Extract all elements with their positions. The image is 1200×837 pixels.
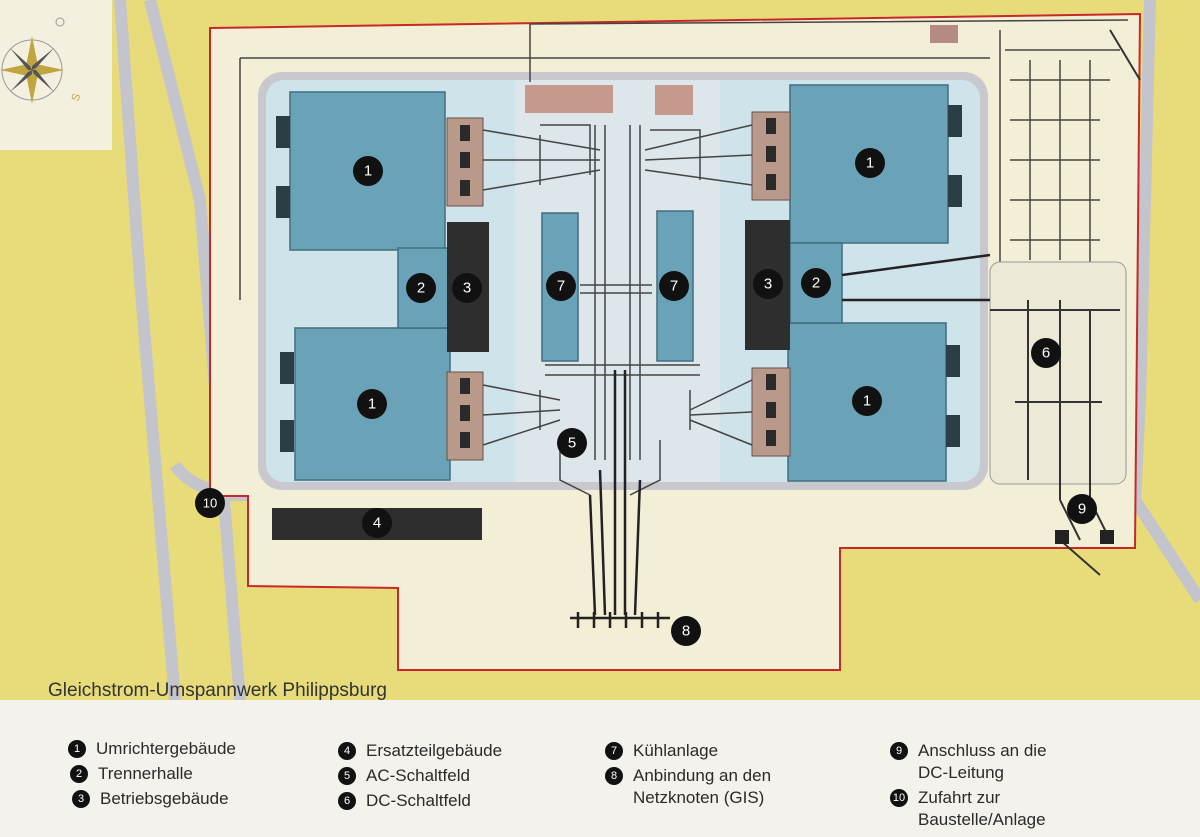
dc-line-terminal-right bbox=[1100, 530, 1114, 544]
legend-label: Betriebsgebäude bbox=[100, 789, 229, 808]
legend-number: 5 bbox=[338, 767, 356, 785]
marker-4: 4 bbox=[362, 508, 392, 538]
legend-label: Kühlanlage bbox=[633, 741, 719, 760]
svg-text:1: 1 bbox=[368, 396, 376, 413]
svg-text:2: 2 bbox=[812, 275, 820, 292]
svg-text:4: 4 bbox=[373, 515, 381, 532]
svg-text:1: 1 bbox=[866, 155, 874, 172]
legend-number: 3 bbox=[72, 790, 90, 808]
svg-text:6: 6 bbox=[1042, 345, 1050, 362]
legend-item-6: 6 DC-Schaltfeld bbox=[338, 790, 471, 812]
legend-number: 8 bbox=[605, 767, 623, 785]
legend-label: Umrichtergebäude bbox=[96, 739, 236, 758]
marker-1-nw: 1 bbox=[353, 156, 383, 186]
legend-item-7: 7 Kühlanlage bbox=[605, 740, 718, 762]
svg-text:5: 5 bbox=[568, 435, 576, 452]
marker-2-east: 2 bbox=[801, 268, 831, 298]
legend-label: Trennerhalle bbox=[98, 764, 193, 783]
marker-1-ne: 1 bbox=[855, 148, 885, 178]
compass-rose-icon bbox=[0, 17, 65, 104]
legend-item-10: 10 Zufahrt zur Baustelle/Anlage bbox=[890, 787, 1046, 831]
marker-3-east: 3 bbox=[753, 269, 783, 299]
svg-text:9: 9 bbox=[1078, 501, 1086, 518]
grid-connection-lines bbox=[570, 253, 991, 628]
transformer-units bbox=[460, 118, 776, 448]
svg-text:1: 1 bbox=[364, 163, 372, 180]
marker-6: 6 bbox=[1031, 338, 1061, 368]
legend-label: Anschluss an die DC-Leitung bbox=[918, 741, 1047, 782]
legend-item-4: 4 Ersatzteilgebäude bbox=[338, 740, 502, 762]
svg-text:7: 7 bbox=[557, 278, 565, 295]
svg-text:8: 8 bbox=[682, 623, 690, 640]
marker-10: 10 bbox=[195, 488, 225, 518]
svg-text:10: 10 bbox=[203, 496, 217, 511]
legend-item-3: 3 Betriebsgebäude bbox=[72, 788, 229, 810]
legend-number: 10 bbox=[890, 789, 908, 807]
legend-label: AC-Schaltfeld bbox=[366, 766, 470, 785]
svg-text:3: 3 bbox=[764, 276, 772, 293]
legend-label: DC-Schaltfeld bbox=[366, 791, 471, 810]
map-markers: 1 1 1 1 2 2 3 3 4 5 6 7 7 8 9 10 bbox=[195, 148, 1097, 646]
legend-item-8: 8 Anbindung an den Netzknoten (GIS) bbox=[605, 765, 771, 809]
legend-number: 9 bbox=[890, 742, 908, 760]
marker-5: 5 bbox=[557, 428, 587, 458]
svg-text:3: 3 bbox=[463, 280, 471, 297]
legend-number: 6 bbox=[338, 792, 356, 810]
marker-3-west: 3 bbox=[452, 273, 482, 303]
dc-switchyard-area bbox=[989, 261, 1127, 485]
converter-hall-nw bbox=[289, 91, 446, 251]
service-building-left bbox=[525, 85, 613, 113]
marker-7-west: 7 bbox=[546, 271, 576, 301]
marker-8: 8 bbox=[671, 616, 701, 646]
gatehouse bbox=[930, 25, 958, 43]
marker-2-west: 2 bbox=[406, 273, 436, 303]
svg-text:7: 7 bbox=[670, 278, 678, 295]
plan-title: Gleichstrom-Umspannwerk Philippsburg bbox=[48, 680, 387, 701]
legend-item-5: 5 AC-Schaltfeld bbox=[338, 765, 470, 787]
svg-text:1: 1 bbox=[863, 393, 871, 410]
legend-number: 1 bbox=[68, 740, 86, 758]
legend-number: 4 bbox=[338, 742, 356, 760]
dc-line-terminal-left bbox=[1055, 530, 1069, 544]
legend-number: 2 bbox=[70, 765, 88, 783]
legend-label: Anbindung an den Netzknoten (GIS) bbox=[633, 766, 772, 807]
site-plan-map: S bbox=[0, 0, 1200, 700]
compass-card bbox=[0, 0, 112, 150]
transformer-banks bbox=[446, 111, 791, 461]
marker-9: 9 bbox=[1067, 494, 1097, 524]
hall-side-modules bbox=[276, 105, 962, 452]
legend-label: Zufahrt zur Baustelle/Anlage bbox=[918, 788, 1046, 829]
legend-item-2: 2 Trennerhalle bbox=[70, 763, 193, 785]
marker-1-sw: 1 bbox=[357, 389, 387, 419]
marker-7-east: 7 bbox=[659, 271, 689, 301]
legend-label: Ersatzteilgebäude bbox=[366, 741, 503, 760]
legend-item-1: 1 Umrichtergebäude bbox=[68, 738, 236, 760]
legend-item-9: 9 Anschluss an die DC-Leitung bbox=[890, 740, 1047, 784]
legend-number: 7 bbox=[605, 742, 623, 760]
compass-south-label: S bbox=[70, 92, 84, 103]
service-building-right bbox=[655, 85, 693, 115]
svg-text:2: 2 bbox=[417, 280, 425, 297]
dc-switchyard-lines bbox=[990, 29, 1141, 576]
ac-switchyard-lines bbox=[482, 124, 753, 496]
marker-1-se: 1 bbox=[852, 386, 882, 416]
wiring-area-top bbox=[239, 19, 1129, 480]
